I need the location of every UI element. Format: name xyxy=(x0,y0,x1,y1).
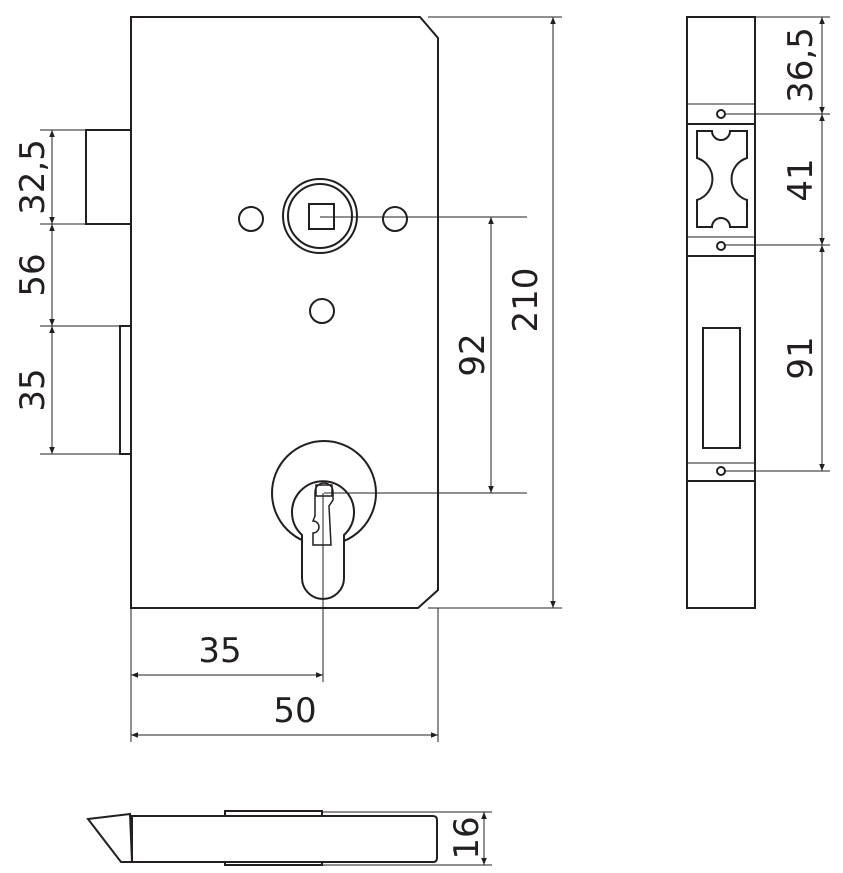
dim-latch-to-deadbolt: 56 xyxy=(13,253,53,296)
dim-faceplate-latch-window: 41 xyxy=(781,158,821,201)
screw-hole-left xyxy=(238,206,264,232)
dim-faceplate-deadbolt-section: 91 xyxy=(781,336,821,379)
dim-follower-to-cylinder: 92 xyxy=(453,333,493,376)
bottom-view: 16 xyxy=(86,810,492,866)
deadbolt xyxy=(119,325,132,455)
screw-hole-right xyxy=(382,206,408,232)
faceplate-screw-middle xyxy=(716,241,726,251)
deadbolt-slot xyxy=(702,327,741,449)
keyway-top xyxy=(315,484,333,497)
bottom-plate xyxy=(224,861,323,866)
faceplate-screw-top xyxy=(716,109,726,119)
dim-case-width: 50 xyxy=(273,691,316,731)
left-dimensions: 32,5 56 35 xyxy=(13,129,120,455)
dim-latch-height: 32,5 xyxy=(13,139,53,215)
faceplate-view xyxy=(686,16,756,609)
dim-deadbolt-height: 35 xyxy=(13,368,53,411)
faceplate-dimensions: 36,5 41 91 xyxy=(725,16,830,472)
lock-case xyxy=(130,16,439,609)
case-body xyxy=(131,815,438,863)
screw-hole-center xyxy=(309,298,335,324)
top-plate xyxy=(224,810,323,817)
dim-faceplate-top: 36,5 xyxy=(781,27,821,103)
faceplate xyxy=(686,16,756,609)
follower-inner-ring xyxy=(287,183,353,249)
dim-thickness: 16 xyxy=(447,816,487,859)
latch-window xyxy=(696,130,748,228)
faceplate-screw-bottom xyxy=(716,466,726,476)
bottom-dimensions: 35 50 xyxy=(130,608,439,742)
latch-tip xyxy=(86,812,134,863)
dim-total-height: 210 xyxy=(506,268,546,333)
latch-bolt xyxy=(85,129,132,225)
keyway xyxy=(311,482,334,546)
case-dimensions: 92 210 xyxy=(428,16,562,609)
dim-backset: 35 xyxy=(198,631,241,671)
follower-outer-ring xyxy=(282,178,358,254)
